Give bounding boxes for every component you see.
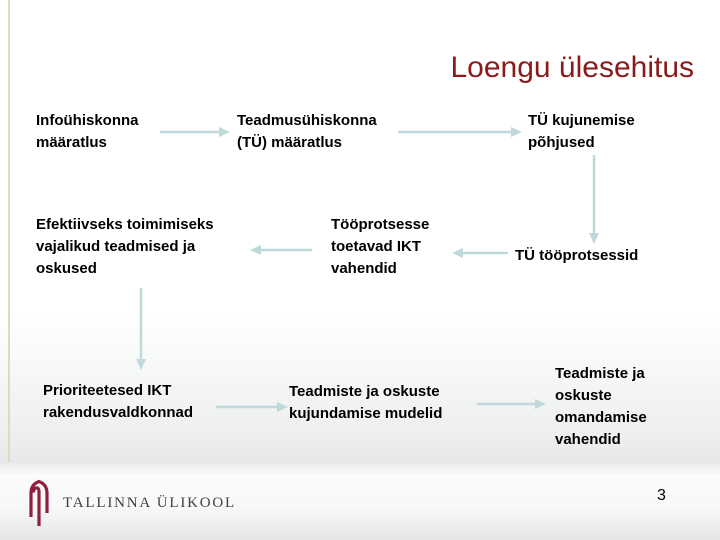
arrow-right-icon-4 — [477, 399, 546, 409]
arrow-right-icon-3 — [216, 402, 288, 412]
arrow-right-icon-1 — [160, 127, 230, 137]
arrow-left-icon-1 — [452, 248, 508, 258]
node-tooprotsesse-toetavad-ikt: Tööprotsesse toetavad IKT vahendid — [331, 216, 430, 277]
arrow-down-icon-2 — [136, 288, 146, 370]
page-number: 3 — [657, 487, 666, 504]
node-tu-tooprotsessid: TÜ tööprotsessid — [515, 247, 639, 264]
university-logo-text: TALLINNA ÜLIKOOL — [63, 495, 236, 511]
node-tu-kujunemise-pohjused: TÜ kujunemise põhjused — [528, 112, 635, 151]
slide-title: Loengu ülesehitus — [450, 51, 694, 84]
arrow-left-icon-2 — [250, 245, 312, 255]
node-infouhiskonna-maaratlus: Infoühiskonna määratlus — [36, 112, 139, 151]
node-teadmiste-kujundamise-mudelid: Teadmiste ja oskuste kujundamise mudelid — [289, 383, 443, 422]
left-accent-line — [8, 0, 10, 462]
node-teadmusuhiskonna-maaratlus: Teadmusühiskonna (TÜ) määratlus — [237, 112, 377, 151]
arrow-down-icon-1 — [589, 155, 599, 244]
node-teadmiste-omandamise-vahendid: Teadmiste ja oskuste omandamise vahendid — [555, 365, 647, 448]
university-logo: TALLINNA ÜLIKOOL — [27, 479, 257, 529]
node-efektiivseks-toimimiseks: Efektiivseks toimimiseks vajalikud teadm… — [36, 216, 214, 277]
arrow-right-icon-2 — [398, 127, 522, 137]
tallinn-university-arch-icon — [29, 479, 49, 526]
node-prioriteetesed-ikt: Prioriteetesed IKT rakendusvaldkonnad — [43, 382, 194, 421]
